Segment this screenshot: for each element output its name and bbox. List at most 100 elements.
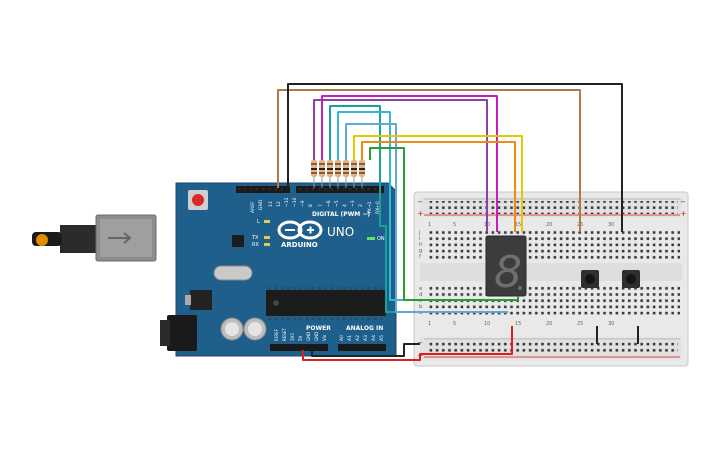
wire-brown-pin13-button[interactable] [277, 89, 581, 232]
led-l-label: L [257, 219, 260, 225]
resistor-7[interactable] [359, 155, 365, 188]
wire-magenta-resistor-display[interactable] [321, 95, 498, 232]
svg-text:TX→1: TX→1 [367, 201, 373, 215]
svg-text:7: 7 [318, 204, 324, 207]
svg-text:~6: ~6 [326, 200, 332, 207]
resistor-2[interactable] [319, 155, 325, 188]
resistor-1[interactable] [311, 155, 317, 188]
regulator-tab [185, 295, 191, 305]
wire-lightblue-resistor-display[interactable] [345, 123, 508, 313]
led-tx-label: TX [251, 235, 259, 241]
svg-text:10: 10 [484, 321, 490, 327]
analog-header[interactable] [338, 344, 386, 351]
svg-text:RESET: RESET [282, 328, 287, 341]
svg-text:b: b [419, 304, 423, 310]
upper-terminal-strip[interactable] [428, 229, 680, 260]
digital-header-right-pins [298, 188, 382, 191]
push-button-right-cap[interactable] [626, 274, 636, 284]
wires[interactable] [277, 83, 639, 361]
chip-pins-bottom [268, 316, 384, 320]
breadboard[interactable]: − + − + 1 5 10 15 20 25 30 j i h g f e [413, 191, 689, 367]
center-channel [420, 263, 682, 281]
display-digit: 8 [494, 247, 522, 298]
brand-label: ARDUINO [281, 241, 318, 249]
wire-purple-resistor-display[interactable] [313, 99, 488, 232]
usb-symbol-icon [108, 232, 132, 244]
svg-text:20: 20 [546, 321, 552, 327]
wire-red-5v-rail[interactable] [302, 326, 513, 361]
svg-text:20: 20 [546, 222, 552, 228]
top-rail-holes[interactable] [428, 201, 678, 214]
led-l [264, 220, 270, 223]
bottom-rail-holes[interactable] [428, 341, 678, 355]
resistor-6[interactable] [351, 155, 357, 188]
svg-text:RX←0: RX←0 [375, 201, 381, 214]
svg-text:e: e [419, 286, 423, 292]
status-leds: L TX RX [251, 219, 270, 248]
top-rail-minus-label-right: − [680, 198, 686, 206]
column-numbers-bottom: 1 5 10 15 20 25 30 [428, 321, 614, 327]
arduino-uno-board[interactable]: ARDUINO UNO L TX RX ON AREF GND 13 12 ~1… [32, 182, 397, 357]
push-button-left[interactable] [581, 270, 599, 288]
reset-button[interactable] [192, 194, 204, 206]
svg-text:GND: GND [306, 332, 311, 341]
crystal-oscillator [213, 265, 253, 281]
push-button-left-cap[interactable] [585, 274, 595, 284]
resistor-4[interactable] [335, 155, 341, 188]
wire-orange-resistor-display[interactable] [361, 141, 516, 232]
power-label: POWER [306, 325, 331, 332]
svg-text:f: f [419, 254, 422, 260]
svg-text:8: 8 [308, 204, 314, 207]
aref-pin-label: AREF [250, 201, 256, 213]
gnd-pin-label: GND [258, 199, 264, 210]
svg-text:2: 2 [358, 204, 364, 207]
capacitor-left-top [225, 322, 239, 336]
usb-cable-end-icon [36, 234, 48, 246]
power-pin-labels: IOREF RESET 3V3 5V GND GND Vin [274, 328, 327, 341]
resistor-3[interactable] [327, 155, 333, 188]
resistor-bank[interactable] [311, 155, 365, 188]
chip-pins-top [268, 286, 384, 290]
top-rail-plus-label-right: + [680, 209, 687, 218]
led-tx [264, 236, 270, 239]
resistor-5[interactable] [343, 155, 349, 188]
wire-black-pin12-button[interactable] [287, 83, 623, 232]
digital-header-left-pins [238, 188, 288, 191]
svg-text:~9: ~9 [300, 200, 306, 207]
seven-segment-display[interactable]: 8 [485, 235, 527, 298]
wire-yellow-resistor-display[interactable] [353, 135, 523, 232]
svg-text:j: j [418, 230, 421, 236]
svg-text:IOREF: IOREF [274, 328, 279, 341]
analog-in-label: ANALOG IN [346, 325, 383, 332]
svg-text:15: 15 [515, 222, 521, 228]
wire-teal-resistor-display[interactable] [329, 105, 500, 313]
display-body [485, 235, 527, 297]
svg-text:h: h [419, 242, 423, 248]
svg-text:5: 5 [453, 321, 456, 327]
digital-pin-labels: 13 12 ~11 ~10 ~9 8 7 ~6 ~5 4 ~3 2 TX→1 R… [268, 197, 381, 215]
push-button-right[interactable] [622, 270, 640, 288]
svg-text:5V: 5V [298, 335, 303, 341]
top-rail-plus-label: + [417, 209, 424, 218]
wire-black-gnd-rail[interactable] [311, 343, 420, 357]
power-jack [167, 315, 197, 351]
power-on-led [367, 237, 375, 240]
wire-green-resistor-display[interactable] [369, 147, 519, 301]
svg-text:~3: ~3 [350, 200, 356, 207]
svg-text:1: 1 [428, 222, 431, 228]
display-decimal-point [518, 286, 522, 290]
svg-text:~10: ~10 [292, 197, 298, 207]
svg-text:A1: A1 [347, 335, 353, 341]
power-header[interactable] [270, 344, 328, 351]
capacitor-right-top [248, 322, 262, 336]
svg-text:~11: ~11 [284, 197, 290, 207]
voltage-regulator [190, 290, 212, 310]
arduino-logo-icon [277, 220, 323, 240]
svg-text:4: 4 [342, 204, 348, 207]
svg-text:30: 30 [608, 222, 614, 228]
svg-text:12: 12 [276, 201, 282, 207]
svg-text:3V3: 3V3 [290, 333, 295, 341]
on-label: ON [377, 236, 385, 242]
svg-text:30: 30 [608, 321, 614, 327]
